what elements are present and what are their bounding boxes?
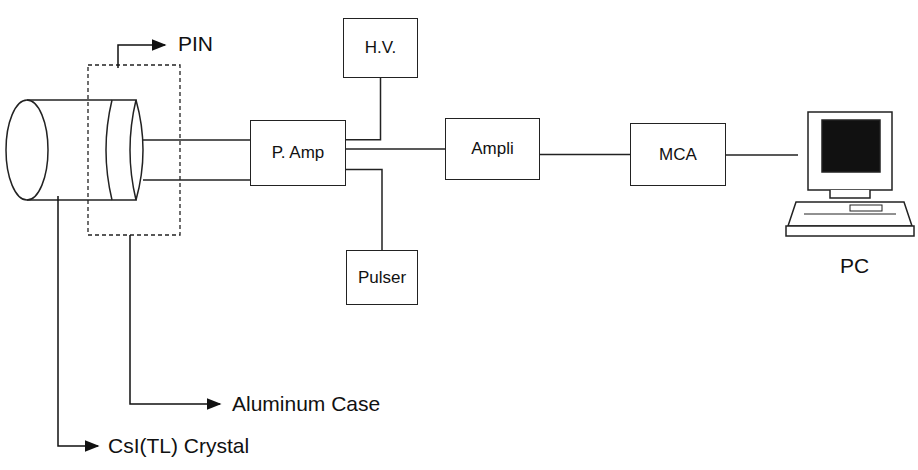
power-supply-box: H.V. <box>343 18 418 78</box>
device-label: PC <box>838 254 871 278</box>
preamp-box: P. Amp <box>250 120 346 186</box>
pulser-box: Pulser <box>346 250 418 305</box>
aluminum-case <box>88 65 180 235</box>
box-label: Ampli <box>465 139 520 159</box>
mca-box: MCA <box>630 123 726 186</box>
connector <box>540 154 630 156</box>
box-label: MCA <box>653 145 703 165</box>
connector <box>346 148 445 150</box>
box-label: H.V. <box>359 38 403 58</box>
pc-icon <box>786 112 914 236</box>
box-label: Pulser <box>352 268 412 288</box>
connector <box>346 170 382 251</box>
part-label: CsI(TL) Crystal <box>106 434 251 458</box>
part-label: Aluminum Case <box>230 392 382 416</box>
amplifier-box: Ampli <box>445 118 540 180</box>
leader-line <box>58 45 220 446</box>
connector <box>346 78 381 140</box>
box-label: P. Amp <box>266 143 331 163</box>
crystal-cylinder <box>6 100 143 200</box>
part-label: PIN <box>176 32 215 56</box>
